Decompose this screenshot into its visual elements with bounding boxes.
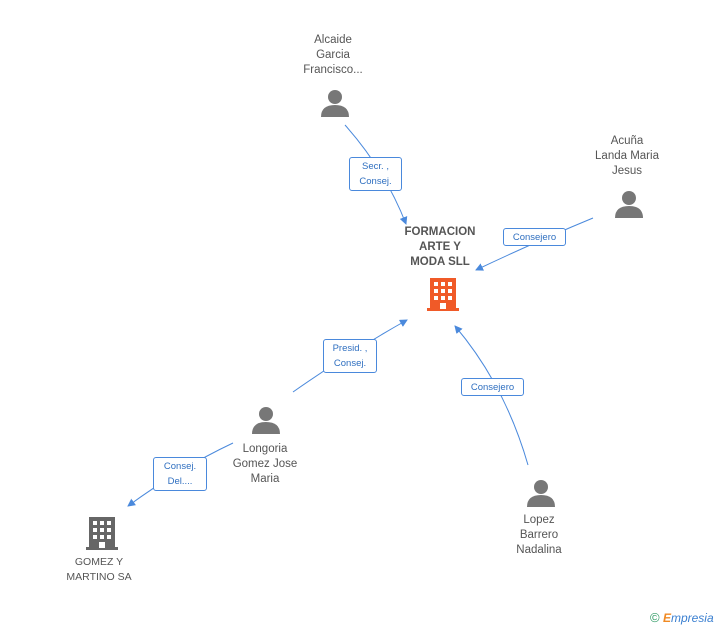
edge-label-acuna: Consejero [503,228,566,246]
person-lopez-label[interactable]: Lopez Barrero Nadalina [516,514,562,556]
brand-name: mpresia [670,611,714,625]
person-alcaide-label[interactable]: Alcaide Garcia Francisco... [303,34,363,76]
person-longoria-label[interactable]: Longoria Gomez Jose Maria [232,443,298,485]
main-company-label[interactable]: FORMACION ARTE Y MODA SLL [404,226,476,268]
person-acuna-label[interactable]: Acuña Landa Maria Jesus [595,135,659,177]
person-icon[interactable] [526,478,556,508]
building-icon[interactable] [86,515,118,551]
company-gomez-martino-label[interactable]: GOMEZ Y MARTINO SA [66,556,132,583]
person-icon[interactable] [614,189,644,219]
edge-label-gomez: Consej. Del.... [153,457,207,491]
edge-label-alcaide: Secr. , Consej. [349,157,402,191]
empresia-logo: © Empresia [650,610,714,625]
person-icon[interactable] [251,405,281,435]
edge-label-longoria: Presid. , Consej. [323,339,377,373]
building-icon[interactable] [427,276,459,312]
copyright-symbol: © [650,610,660,625]
brand-e: E [662,611,671,625]
person-icon[interactable] [320,88,350,118]
edge-label-lopez: Consejero [461,378,524,396]
